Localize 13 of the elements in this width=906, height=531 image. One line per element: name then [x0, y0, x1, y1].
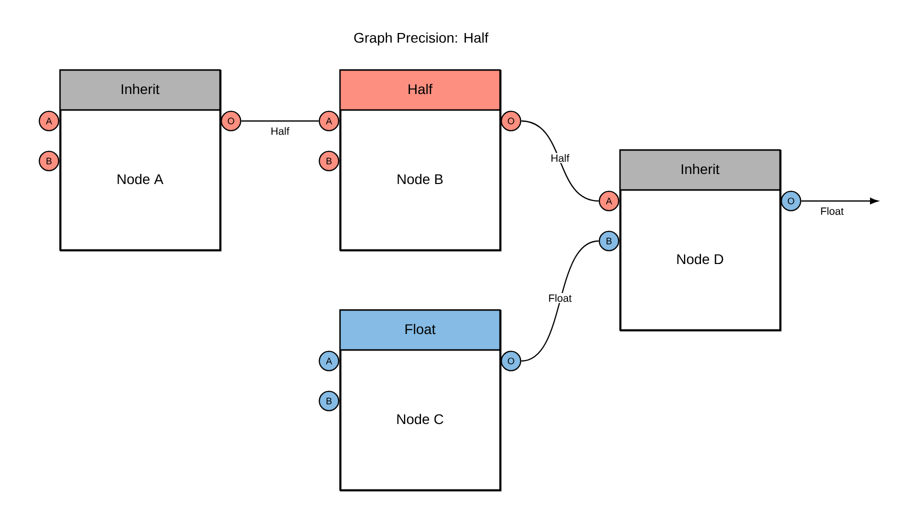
connector	[521, 120, 599, 202]
node-block: Half Node B	[339, 69, 502, 252]
connector	[241, 120, 319, 122]
edge-label: Half	[549, 152, 571, 164]
connector	[801, 198, 878, 204]
title: Graph Precision: Half	[354, 32, 488, 46]
node-block: Float Node C	[339, 309, 502, 492]
edge-label: Half	[269, 126, 291, 136]
edge-label: Float	[819, 206, 845, 216]
node-block: Inherit Node A	[59, 69, 222, 252]
node-block: Inherit Node D	[619, 149, 782, 332]
edge-label: Float	[547, 292, 573, 304]
connector	[521, 240, 599, 362]
